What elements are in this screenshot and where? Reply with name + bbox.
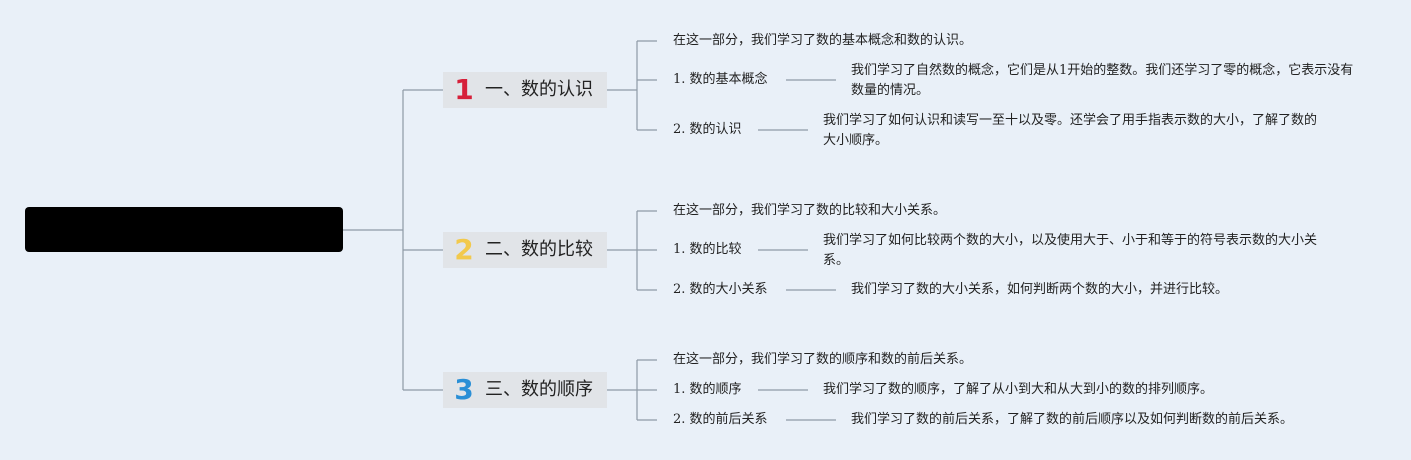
number-badge-2: 2 xyxy=(454,233,474,266)
branch-1-intro[interactable]: 在这一部分，我们学习了数的基本概念和数的认识。 xyxy=(673,33,973,48)
branch-3-item-2-label[interactable]: 2. 数的前后关系 xyxy=(673,412,768,427)
branch-title-2: 二、数的比较 xyxy=(485,239,593,260)
number-badge-3: 3 xyxy=(454,373,474,406)
branch-1-item-1-label[interactable]: 1. 数的基本概念 xyxy=(673,72,768,87)
branch-2-item-2-label[interactable]: 2. 数的大小关系 xyxy=(673,282,768,297)
branch-1-item-1-detail[interactable]: 我们学习了自然数的概念，它们是从1开始的整数。我们还学习了零的概念，它表示没有数… xyxy=(851,63,1354,98)
number-badge-1: 1 xyxy=(454,73,474,106)
branch-3-intro[interactable]: 在这一部分，我们学习了数的顺序和数的前后关系。 xyxy=(673,352,973,367)
branch-node-1[interactable]: 1 一、数的认识 xyxy=(443,72,607,108)
branch-node-3[interactable]: 3 三、数的顺序 xyxy=(443,372,607,408)
branch-2-item-1-detail[interactable]: 我们学习了如何比较两个数的大小，以及使用大于、小于和等于的符号表示数的大小关系。 xyxy=(823,233,1318,268)
branch-2-intro[interactable]: 在这一部分，我们学习了数的比较和大小关系。 xyxy=(673,203,947,218)
branch-2-item-1-label[interactable]: 1. 数的比较 xyxy=(673,242,742,257)
branch-3-item-1-detail[interactable]: 我们学习了数的顺序，了解了从小到大和从大到小的数的排列顺序。 xyxy=(823,382,1214,397)
branch-3-item-2-detail[interactable]: 我们学习了数的前后关系，了解了数的前后顺序以及如何判断数的前后关系。 xyxy=(851,412,1294,427)
branch-title-3: 三、数的顺序 xyxy=(485,379,593,400)
branch-1-item-2-detail[interactable]: 我们学习了如何认识和读写一至十以及零。还学会了用手指表示数的大小，了解了数的大小… xyxy=(823,113,1318,148)
root-node[interactable] xyxy=(25,207,343,252)
branch-2-item-2-detail[interactable]: 我们学习了数的大小关系，如何判断两个数的大小，并进行比较。 xyxy=(851,282,1229,297)
branch-title-1: 一、数的认识 xyxy=(485,79,593,100)
branch-1-item-2-label[interactable]: 2. 数的认识 xyxy=(673,122,742,137)
branch-node-2[interactable]: 2 二、数的比较 xyxy=(443,232,607,268)
branch-3-item-1-label[interactable]: 1. 数的顺序 xyxy=(673,382,742,397)
